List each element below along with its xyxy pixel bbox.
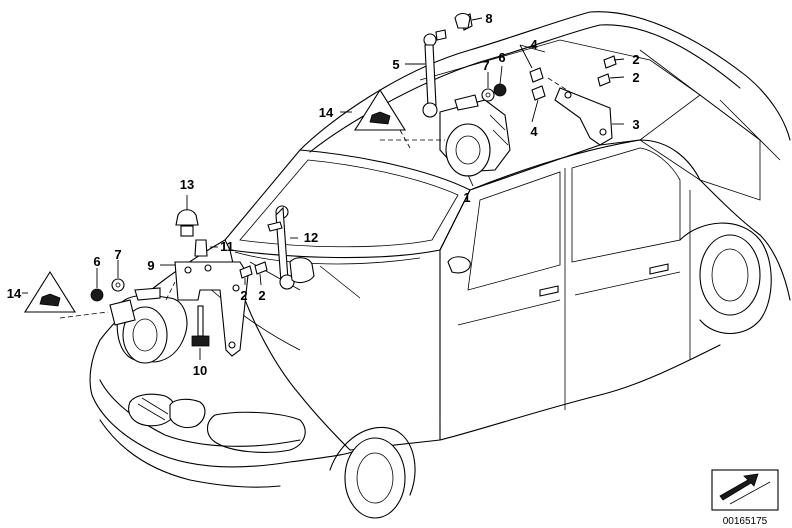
front-sensor-assembly: [59, 205, 315, 364]
callout-7: 7: [114, 247, 121, 262]
callout-9: 9: [147, 258, 154, 273]
callout-2: 2: [240, 288, 247, 303]
callout-3: 3: [632, 117, 639, 132]
callout-2: 2: [632, 70, 639, 85]
callout-14: 14: [319, 105, 334, 120]
rear-sensor-assembly: [380, 12, 617, 177]
callout-13: 13: [180, 177, 194, 192]
callout-6: 6: [498, 50, 505, 65]
callout-14: 14: [7, 286, 22, 301]
callout-11: 11: [220, 239, 234, 254]
callout-2: 2: [258, 288, 265, 303]
callout-12: 12: [304, 230, 318, 245]
callout-5: 5: [392, 57, 399, 72]
callout-1: 1: [463, 190, 470, 205]
callout-8: 8: [485, 11, 492, 26]
reference-box: 00165175: [711, 469, 779, 527]
leader-lines: [22, 17, 625, 360]
callout-4: 4: [530, 37, 538, 52]
callout-6: 6: [93, 254, 100, 269]
callout-labels: 1 2 2 2 2 3 4 4 5 6 6 7 7 8 9 10 11 12 1…: [7, 11, 640, 378]
warning-triangle-icon: [354, 88, 411, 149]
callout-4: 4: [530, 124, 538, 139]
callout-2: 2: [632, 52, 639, 67]
warning-triangle-icon: [24, 270, 76, 313]
reference-number: 00165175: [723, 516, 768, 527]
callout-7: 7: [482, 58, 489, 73]
callout-10: 10: [193, 363, 207, 378]
